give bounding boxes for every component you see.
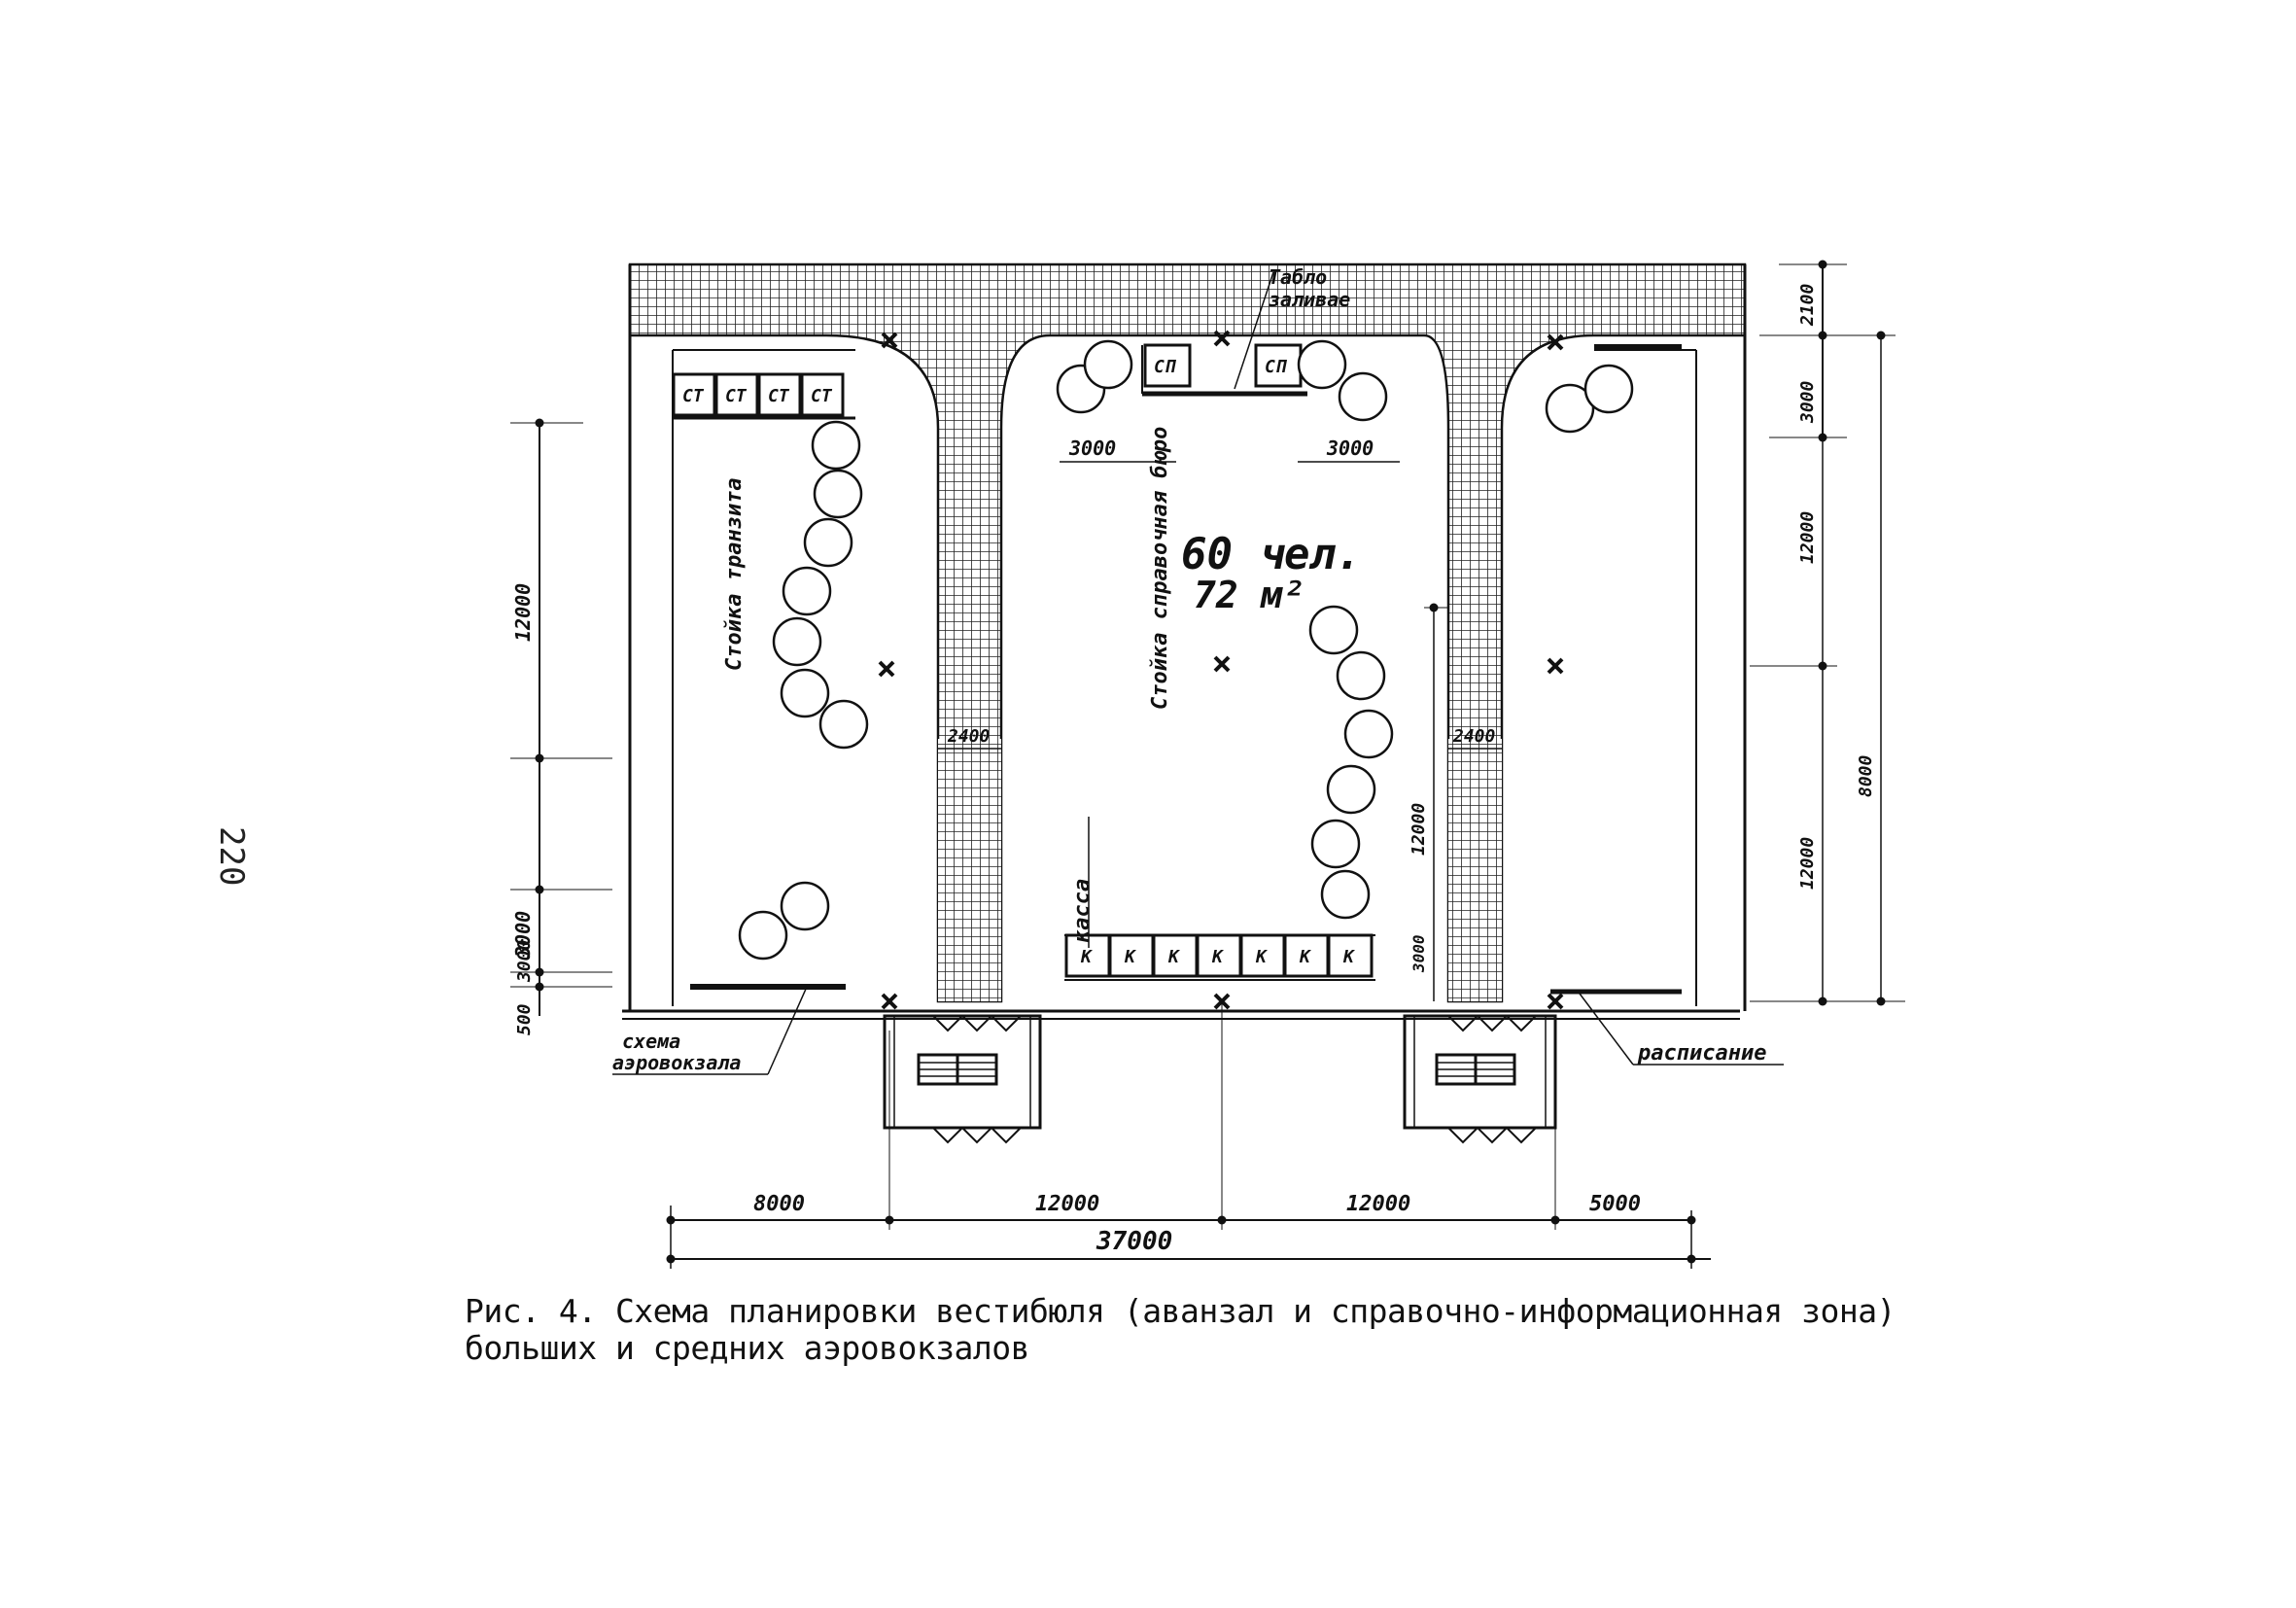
figure-caption: Рис. 4. Схема планировки вестибюля (аван… xyxy=(465,1293,1981,1367)
seat-circle xyxy=(1336,650,1386,701)
sp-kiosk-label: СП xyxy=(1265,357,1288,377)
seat-circle xyxy=(1338,371,1388,422)
k-kiosk-label: К xyxy=(1080,947,1094,967)
seat-circle xyxy=(772,616,822,667)
dim-bottom-1: 8000 xyxy=(753,1192,805,1216)
plan-labels: Табло заливае Стойка транзита Стойка спр… xyxy=(511,265,1876,1256)
kassa-label: касса xyxy=(1070,879,1095,943)
transit-kiosks: СТ СТ СТ СТ xyxy=(672,372,855,420)
dim-total: 37000 xyxy=(1096,1227,1172,1256)
column-marker xyxy=(881,993,898,1010)
seat-circle xyxy=(780,881,830,931)
column-markers xyxy=(535,260,1886,1264)
dim-inner-3000-a: 3000 xyxy=(1068,437,1116,460)
capacity-people: 60 чел. xyxy=(1181,530,1361,579)
st-kiosk-label: СТ xyxy=(682,386,705,406)
walls xyxy=(622,264,1747,1020)
airport-scheme-label-2: аэровокзала xyxy=(612,1051,741,1074)
column-marker xyxy=(1547,657,1564,675)
entrance-vestibule-left xyxy=(883,1014,1042,1144)
seat-circle xyxy=(1326,764,1376,815)
dim-bottom-2: 12000 xyxy=(1035,1192,1099,1216)
k-kiosk-label: К xyxy=(1167,947,1181,967)
airport-scheme-label: схема xyxy=(622,1030,680,1053)
k-kiosk-label: К xyxy=(1255,947,1269,967)
sp-kiosk-label: СП xyxy=(1154,357,1177,377)
column-marker xyxy=(1213,330,1231,347)
dim-right-5: 12000 xyxy=(1797,837,1818,890)
dim-inner-12000: 12000 xyxy=(1409,803,1429,856)
seat-circle xyxy=(813,469,863,519)
st-kiosk xyxy=(714,372,759,417)
seat-circle xyxy=(738,910,788,961)
k-kiosk-label: К xyxy=(1299,947,1312,967)
st-kiosk-label: СТ xyxy=(768,386,790,406)
dim-right-3: 12000 xyxy=(1797,511,1818,564)
dim-inner-3000-c: 3000 xyxy=(1409,934,1428,973)
entrance-vestibule-right xyxy=(1403,1014,1557,1144)
dim-bottom-4: 5000 xyxy=(1589,1192,1641,1216)
seat-circle xyxy=(818,699,869,750)
caption-line-2: больших и средних аэровокзалов xyxy=(465,1329,1030,1367)
st-kiosk-label: СТ xyxy=(811,386,833,406)
info-kiosks: СП СП xyxy=(1141,343,1307,397)
k-kiosk-label: К xyxy=(1342,947,1356,967)
k-kiosk-label: К xyxy=(1211,947,1225,967)
tablo-label-2: заливае xyxy=(1269,288,1350,311)
seat-circle xyxy=(780,668,830,718)
column-marker xyxy=(1213,655,1231,673)
capacity-area: 72 м² xyxy=(1194,574,1305,616)
seating xyxy=(738,339,1634,961)
caption-line-1: Рис. 4. Схема планировки вестибюля (аван… xyxy=(465,1292,1896,1330)
seat-circle xyxy=(1310,819,1361,869)
seat-circle xyxy=(803,517,853,568)
dim-corridor-b: 2400 xyxy=(1452,726,1496,747)
dim-left-1: 12000 xyxy=(511,583,535,642)
dim-bottom-3: 12000 xyxy=(1346,1192,1410,1216)
seat-circle xyxy=(1343,709,1394,759)
dim-left-3: 3000 xyxy=(514,939,535,983)
dim-inner-3000-b: 3000 xyxy=(1326,437,1374,460)
st-kiosk xyxy=(757,372,802,417)
dim-left-4: 500 xyxy=(514,1003,535,1035)
st-kiosk-label: СТ xyxy=(725,386,748,406)
st-kiosk xyxy=(800,372,845,417)
column-marker xyxy=(1547,333,1564,351)
tablo-label: Табло xyxy=(1269,265,1327,289)
seat-circle xyxy=(1320,869,1371,920)
dim-right-2: 3000 xyxy=(1797,380,1818,424)
hatched-corridor xyxy=(628,262,1747,1003)
transit-desk-label: Стойка транзита xyxy=(722,477,747,671)
seat-circle xyxy=(1083,339,1133,390)
seat-circle xyxy=(1545,383,1595,434)
dimension-lines xyxy=(510,263,1905,1269)
st-kiosk xyxy=(672,372,716,417)
k-kiosk-label: К xyxy=(1124,947,1137,967)
column-marker xyxy=(881,332,898,349)
info-desk-label: Стойка справочная бюро xyxy=(1148,427,1172,710)
dim-left-2: 3000 xyxy=(511,911,535,959)
schedule-label: расписание xyxy=(1637,1041,1766,1066)
seat-circle xyxy=(782,566,832,616)
seat-circle xyxy=(1297,339,1347,390)
seat-circle xyxy=(811,420,861,471)
dim-right-4: 8000 xyxy=(1856,754,1876,797)
dim-corridor-a: 2400 xyxy=(947,726,991,747)
seat-circle xyxy=(1583,364,1634,414)
seat-circle xyxy=(1308,605,1359,655)
column-marker xyxy=(878,660,895,678)
dim-right-1: 2100 xyxy=(1797,283,1818,327)
column-marker xyxy=(1547,993,1564,1010)
